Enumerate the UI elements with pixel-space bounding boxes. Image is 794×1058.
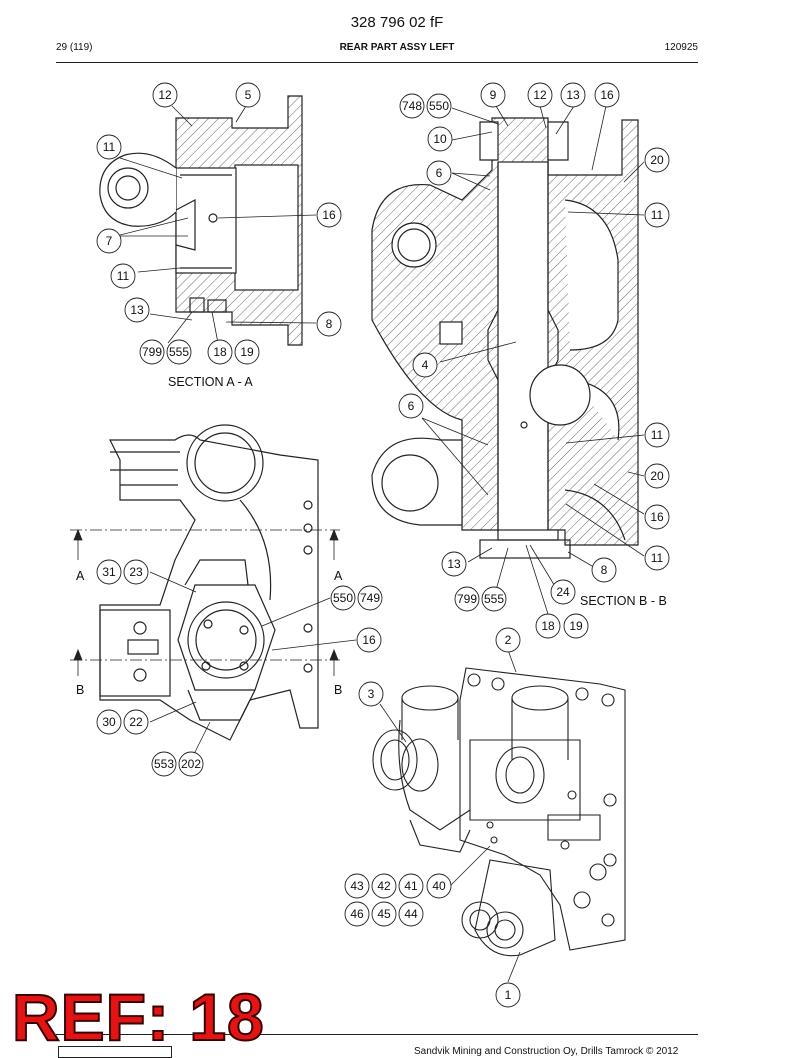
section-mark-b-right: B <box>334 683 342 697</box>
top-view <box>99 424 319 741</box>
footer-copyright: Sandvik Mining and Construction Oy, Dril… <box>414 1046 679 1057</box>
callout-18: 18 <box>541 619 555 633</box>
callout-10: 10 <box>433 132 447 146</box>
isometric-leaders <box>379 649 521 983</box>
date-code: 120925 <box>664 42 698 53</box>
callout-550: 550 <box>333 591 353 605</box>
section-captions: SECTION A - A SECTION B - B A A B B <box>76 375 667 697</box>
callout-18: 18 <box>213 345 227 359</box>
page-number: 29 (119) <box>56 42 93 53</box>
callout-19: 19 <box>569 619 583 633</box>
callout-41: 41 <box>404 879 418 893</box>
document-number: 328 796 02 fF <box>350 14 444 31</box>
callout-202: 202 <box>181 757 201 771</box>
callout-16: 16 <box>650 510 664 524</box>
callout-555: 555 <box>484 592 504 606</box>
callout-44: 44 <box>404 907 418 921</box>
callout-24: 24 <box>556 585 570 599</box>
callout-13: 13 <box>566 88 580 102</box>
footer-rule <box>56 1034 698 1035</box>
section-mark-b-left: B <box>76 683 84 697</box>
callout-11: 11 <box>651 428 664 442</box>
callout-553: 553 <box>154 757 174 771</box>
section-mark-a-left: A <box>76 569 85 583</box>
callout-bubbles <box>96 82 670 1008</box>
section-b-b-caption: SECTION B - B <box>580 594 667 608</box>
section-a-a-view <box>99 95 303 346</box>
callout-13: 13 <box>447 557 461 571</box>
callout-20: 20 <box>650 153 664 167</box>
callout-30: 30 <box>102 715 116 729</box>
callout-5: 5 <box>245 88 252 102</box>
callout-22: 22 <box>129 715 143 729</box>
section-cut-lines <box>70 528 340 676</box>
callout-7: 7 <box>106 234 113 248</box>
callout-749: 749 <box>360 591 380 605</box>
callout-4: 4 <box>422 358 429 372</box>
callout-9: 9 <box>490 88 497 102</box>
callout-20: 20 <box>650 469 664 483</box>
callout-16: 16 <box>600 88 614 102</box>
section-b-b-leaders <box>421 105 645 615</box>
callout-31: 31 <box>102 565 116 579</box>
callout-11: 11 <box>103 140 116 154</box>
callout-6: 6 <box>408 399 415 413</box>
callout-16: 16 <box>322 208 336 222</box>
callout-748: 748 <box>402 99 422 113</box>
callout-12: 12 <box>533 88 547 102</box>
header-rule <box>56 62 698 63</box>
callout-42: 42 <box>377 879 391 893</box>
callout-11: 11 <box>651 551 664 565</box>
callout-2: 2 <box>505 633 512 647</box>
callout-799: 799 <box>457 592 477 606</box>
callout-46: 46 <box>350 907 364 921</box>
callout-6: 6 <box>436 166 443 180</box>
page-title: REAR PART ASSY LEFT <box>339 42 455 53</box>
callout-11: 11 <box>117 269 130 283</box>
section-a-a-caption: SECTION A - A <box>168 375 253 389</box>
section-mark-a-right: A <box>334 569 343 583</box>
callout-16: 16 <box>362 633 376 647</box>
callout-23: 23 <box>129 565 143 579</box>
callout-8: 8 <box>601 563 608 577</box>
section-a-a-leaders <box>115 105 317 344</box>
callout-1: 1 <box>505 988 512 1002</box>
callout-799: 799 <box>142 345 162 359</box>
callout-12: 12 <box>158 88 172 102</box>
callout-19: 19 <box>240 345 254 359</box>
callout-40: 40 <box>432 879 446 893</box>
callout-550: 550 <box>429 99 449 113</box>
callout-11: 11 <box>651 208 664 222</box>
callout-labels: 12 5 11 16 7 11 13 8 799 555 18 19 748 5… <box>102 88 664 1002</box>
section-b-b-view <box>371 117 639 559</box>
callout-555: 555 <box>169 345 189 359</box>
reference-stamp: REF: 18 <box>11 980 265 1054</box>
callout-8: 8 <box>326 317 333 331</box>
callout-13: 13 <box>130 303 144 317</box>
callout-43: 43 <box>350 879 364 893</box>
isometric-view <box>372 667 626 957</box>
callout-3: 3 <box>368 687 375 701</box>
callout-45: 45 <box>377 907 391 921</box>
